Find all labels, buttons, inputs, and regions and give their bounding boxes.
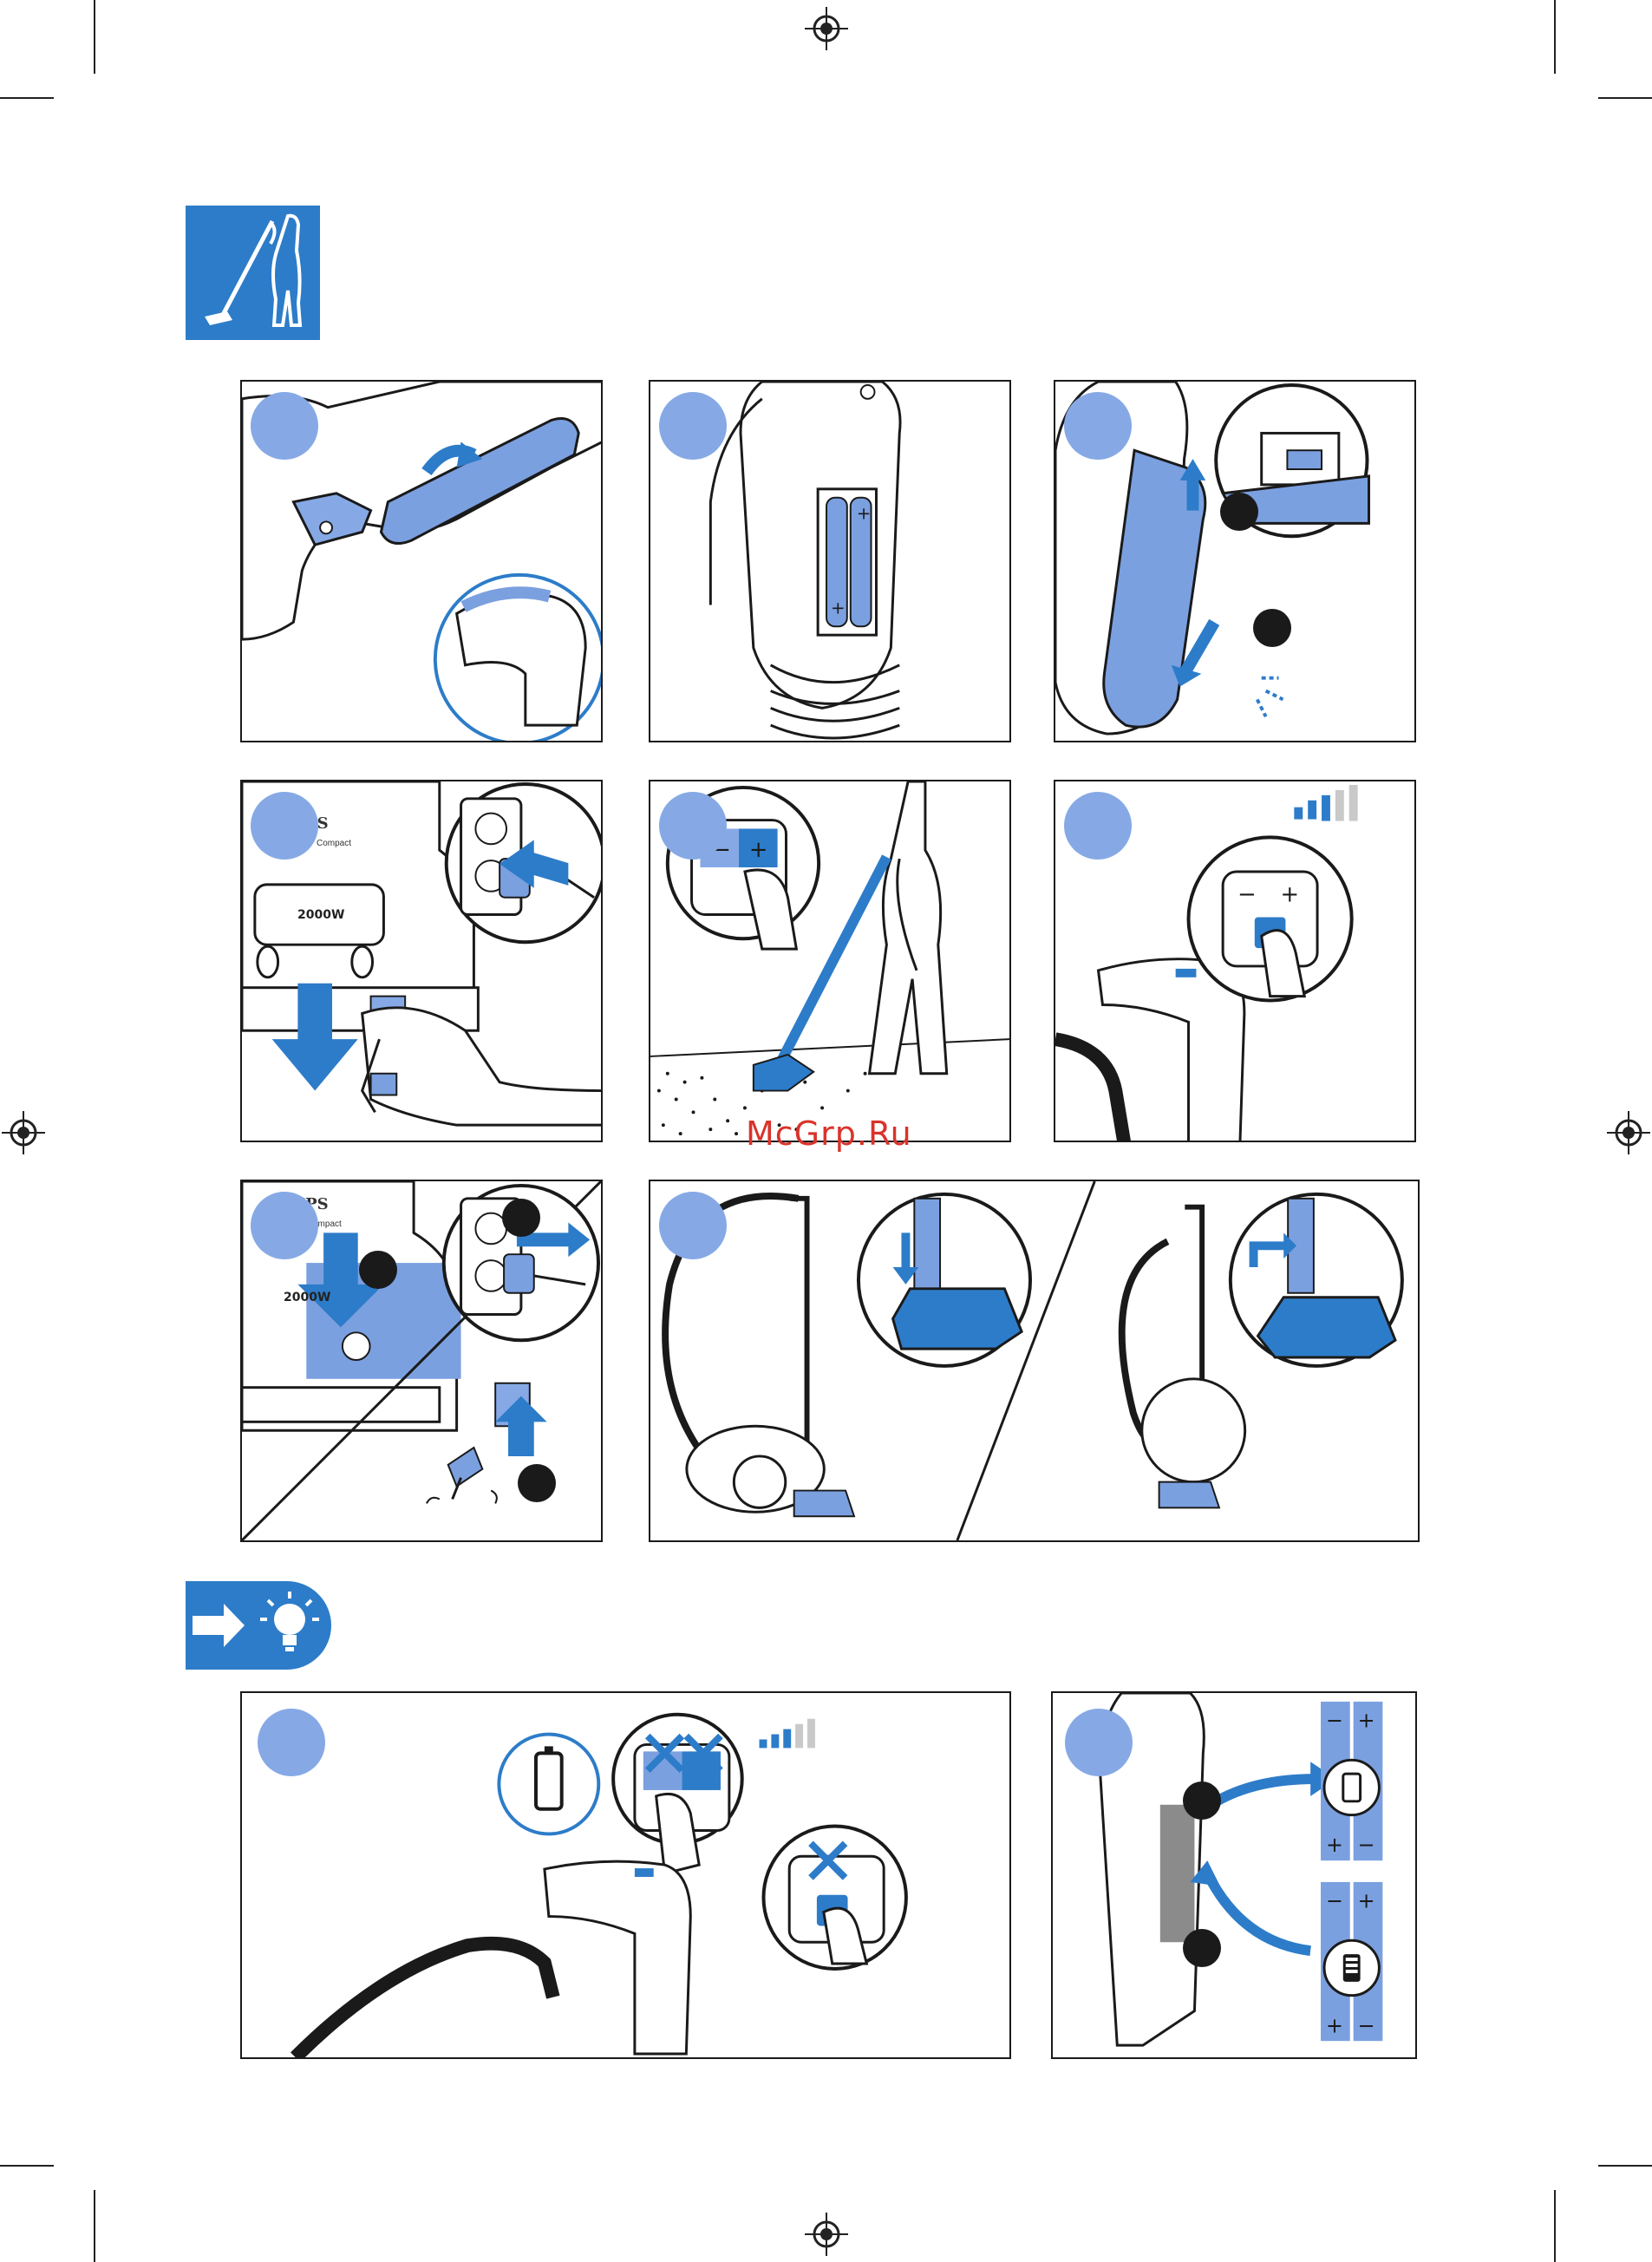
step-panel-6-power-button: − +: [1054, 780, 1416, 1142]
svg-text:+: +: [749, 837, 768, 863]
watermark: McGrp.Ru: [746, 1115, 912, 1153]
svg-text:+: +: [1358, 1889, 1375, 1913]
lightbulb-tip-icon: [186, 1581, 331, 1670]
svg-text:+: +: [831, 598, 846, 618]
substep-marker-2: [502, 1199, 540, 1237]
power-rating-label: 2000W: [297, 908, 344, 922]
svg-text:+: +: [1326, 2013, 1343, 2037]
svg-text:+: +: [1326, 1833, 1343, 1857]
step-number-badge: [251, 1192, 318, 1259]
substep-marker-1: [1220, 493, 1258, 531]
substep-marker-2: [1253, 609, 1291, 647]
step-panel-3-close-battery-cover: [1054, 380, 1416, 742]
step-number-badge: [659, 792, 727, 860]
step-panel-2-insert-batteries: + +: [649, 380, 1011, 742]
step-panel-4-plug-in-and-pull-cord: LIPS Compact 2000W: [240, 780, 603, 1142]
step-panel-7-unplug-and-rewind-cord: LIPS ompact 2000W: [240, 1180, 603, 1542]
substep-marker-2: [1183, 1929, 1221, 1967]
registration-mark-left: [2, 1111, 45, 1154]
tip-panel-1-low-battery-remote: [240, 1691, 1011, 2059]
registration-mark-right: [1607, 1111, 1650, 1154]
vacuuming-person-icon: [186, 206, 320, 340]
step-number-badge: [251, 792, 318, 860]
step-number-badge: [258, 1709, 325, 1776]
substep-marker-1: [1183, 1781, 1221, 1820]
svg-text:−: −: [1326, 1889, 1343, 1913]
registration-mark-top: [805, 7, 848, 50]
step-number-badge: [659, 392, 727, 460]
step-panel-5-vacuuming-with-remote: − +: [649, 780, 1011, 1142]
model-label: Compact: [317, 839, 351, 848]
svg-text:−: −: [1358, 1833, 1375, 1857]
svg-text:−: −: [1358, 2013, 1375, 2037]
step-number-badge: [1065, 1709, 1133, 1776]
svg-text:+: +: [1358, 1709, 1375, 1733]
step-number-badge: [251, 392, 318, 460]
svg-text:−: −: [1237, 882, 1257, 908]
step-panel-8-storage-positions: [649, 1180, 1420, 1542]
power-rating-label: 2000W: [284, 1291, 330, 1304]
svg-text:+: +: [1280, 882, 1299, 908]
svg-text:−: −: [1326, 1709, 1343, 1733]
step-number-badge: [1064, 792, 1132, 860]
step-panel-1-open-battery-cover: [240, 380, 603, 742]
step-number-badge: [659, 1192, 727, 1259]
svg-text:+: +: [857, 503, 872, 523]
substep-marker-3: [518, 1464, 556, 1502]
tip-banner: [186, 1581, 331, 1670]
step-number-badge: [1064, 392, 1132, 460]
substep-marker-1: [359, 1251, 397, 1289]
registration-mark-bottom: [805, 2213, 848, 2256]
tip-panel-2-replace-batteries: − + + − − + + −: [1051, 1691, 1417, 2059]
